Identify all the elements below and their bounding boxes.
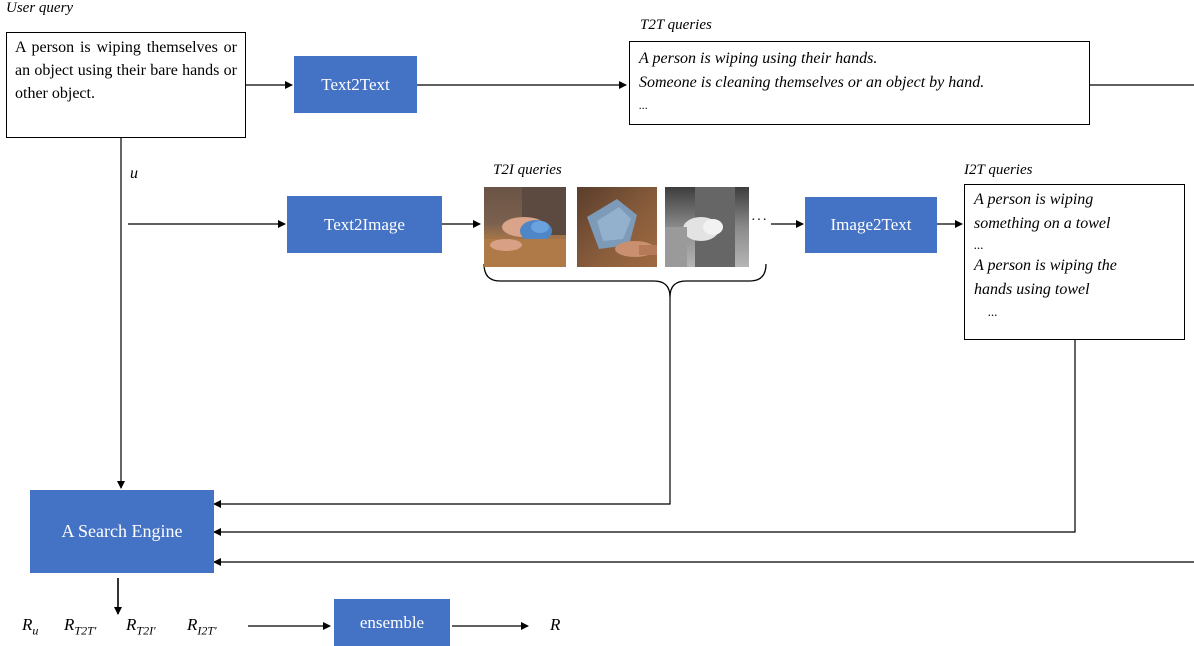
result-r-t2t: RT2T' (64, 615, 96, 638)
i2t-line: hands using towel (974, 281, 1090, 298)
result-r-u: Ru (22, 615, 38, 638)
text2image-module: Text2Image (287, 196, 442, 253)
i2t-line: A person is wiping (974, 191, 1094, 208)
result-r-u-base: R (22, 615, 33, 634)
final-output-r: R (550, 615, 561, 634)
images-brace (483, 263, 767, 298)
i2t-line: ... (988, 304, 998, 319)
text2text-module: Text2Text (294, 56, 417, 113)
generated-image-cloth-in-hand (577, 187, 657, 267)
t2t-queries-box: A person is wiping using their hands. So… (629, 41, 1090, 125)
t2t-line: A person is wiping using their hands. (639, 50, 878, 67)
result-r-i2t: RI2T' (187, 615, 217, 638)
i2t-line: A person is wiping the (974, 257, 1117, 274)
result-r-t2t-sub: T2T' (74, 623, 97, 638)
ensemble-module: ensemble (334, 599, 450, 646)
i2t-caption: I2T queries (964, 162, 1033, 178)
i2t-queries-box: A person is wiping something on a towel … (964, 184, 1185, 340)
t2i-caption: T2I queries (493, 162, 562, 178)
i2t-line: something on a towel (974, 215, 1111, 232)
i2t-line: ... (974, 237, 984, 252)
result-r-i2t-base: R (187, 615, 198, 634)
result-r-t2i: RT2I' (126, 615, 156, 638)
arrow-t2i-to-search (213, 297, 671, 508)
image2text-module: Image2Text (805, 197, 937, 253)
result-r-i2t-sub: I2T' (197, 623, 217, 638)
result-r-t2i-base: R (126, 615, 137, 634)
result-r-t2t-base: R (64, 615, 75, 634)
user-query-caption: User query (6, 0, 74, 16)
generated-image-towel-hands (665, 187, 749, 267)
user-query-box: A person is wiping themselves or an obje… (6, 32, 246, 138)
generated-image-wiping-table (484, 187, 566, 267)
result-r-u-sub: u (32, 623, 39, 638)
search-engine-module: A Search Engine (30, 490, 214, 573)
u-label: u (130, 165, 138, 182)
t2t-line: Someone is cleaning themselves or an obj… (639, 74, 985, 91)
t2t-caption: T2T queries (640, 17, 712, 33)
result-r-t2i-sub: T2I' (136, 623, 156, 638)
images-ellipsis: ··· (751, 213, 768, 228)
t2t-line: ... (639, 98, 648, 112)
arrow-i2t-to-search (213, 340, 1076, 536)
